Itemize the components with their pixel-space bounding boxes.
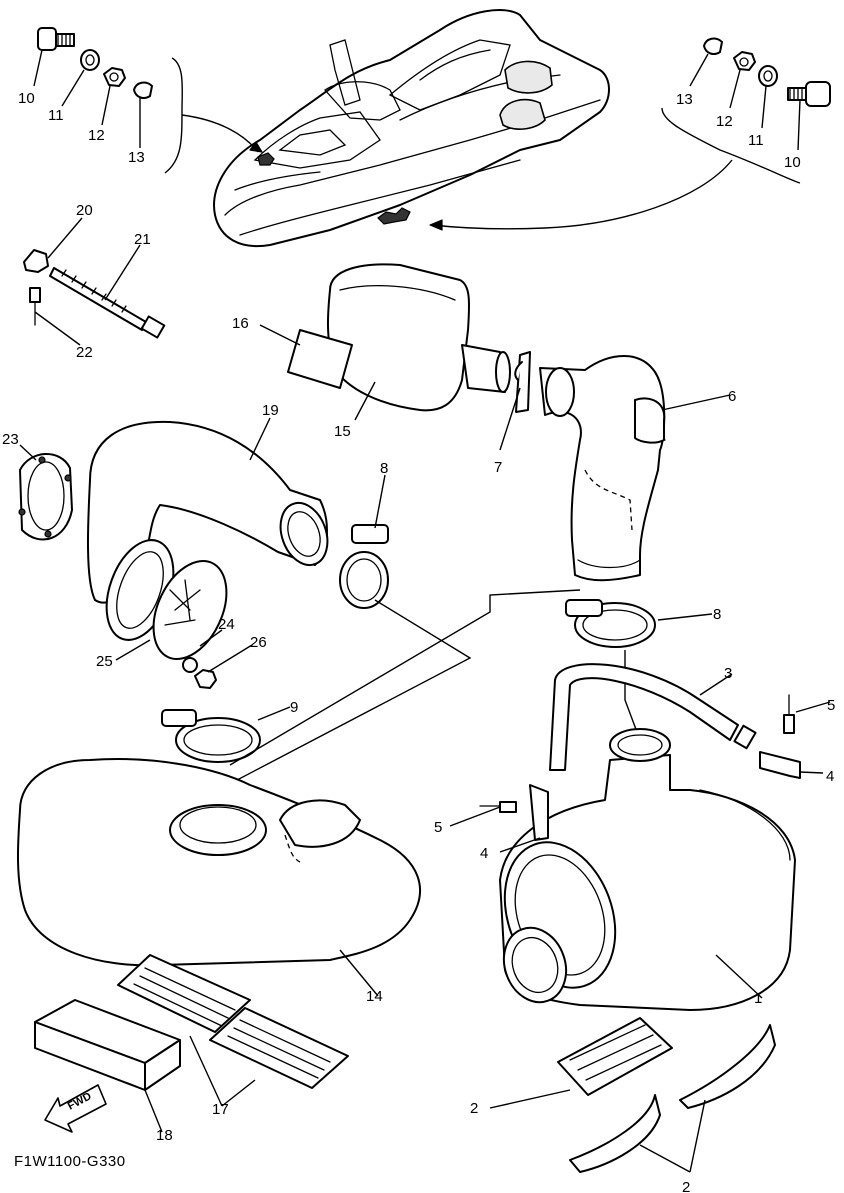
washer-11-left <box>80 49 100 71</box>
nut-12-right <box>733 51 756 71</box>
mat-2-flat <box>557 1017 673 1096</box>
screen-24 <box>152 559 228 661</box>
bracket-4-right <box>759 751 801 779</box>
callout-3: 3 <box>724 665 732 682</box>
callout-8: 8 <box>713 606 721 623</box>
callout-5: 5 <box>827 697 835 714</box>
washer-26 <box>182 657 198 673</box>
water-lock-1 <box>499 728 796 1011</box>
callout-11: 11 <box>48 107 64 124</box>
callout-12: 12 <box>716 113 733 130</box>
rivet-22 <box>29 287 41 326</box>
callout-21: 21 <box>134 231 151 248</box>
callout-17: 17 <box>212 1101 229 1118</box>
pad-18 <box>34 999 181 1091</box>
forward-direction-arrow: FWD <box>44 1084 107 1133</box>
callout-4: 4 <box>480 845 488 862</box>
drain-plug-10-right <box>787 81 831 107</box>
mat-17-upper <box>117 954 251 1033</box>
callout-1: 1 <box>754 990 762 1007</box>
callout-24: 24 <box>218 616 235 633</box>
clip-13-right <box>703 37 723 55</box>
callout-19: 19 <box>262 402 279 419</box>
callout-18: 18 <box>156 1127 173 1144</box>
callout-14: 14 <box>366 988 383 1005</box>
callout-2: 2 <box>470 1100 478 1117</box>
resonator-15 <box>327 263 511 412</box>
callout-11: 11 <box>748 132 764 149</box>
rivet-5-left <box>479 801 517 813</box>
label-16 <box>287 329 353 389</box>
callout-23: 23 <box>2 431 19 448</box>
rivet-5-right <box>783 694 795 734</box>
hardware-bracket-right <box>429 107 801 231</box>
cable-tie-21 <box>49 267 166 339</box>
nut-26 <box>194 669 217 689</box>
holder-20 <box>23 249 49 273</box>
callout-12: 12 <box>88 127 105 144</box>
nut-12-left <box>103 67 126 87</box>
hose-clamp-8-right <box>565 599 656 648</box>
callout-13: 13 <box>128 149 145 166</box>
mat-17-lower <box>209 1007 349 1089</box>
bracket-4-left <box>529 784 549 841</box>
callout-9: 9 <box>290 699 298 716</box>
assembly-reference-lines <box>217 589 641 791</box>
drain-plug-10-left <box>37 27 75 51</box>
callout-13: 13 <box>676 91 693 108</box>
hose-clamp-8-left <box>339 524 389 609</box>
leader-lines <box>19 49 831 1173</box>
strap-3 <box>549 663 757 771</box>
callout-labels: 10 11 12 13 13 12 11 10 20 21 22 16 15 7… <box>2 90 835 1193</box>
pipe-6 <box>539 355 666 582</box>
callout-4: 4 <box>826 768 834 785</box>
clamp-7 <box>514 351 531 413</box>
callout-7: 7 <box>494 459 502 476</box>
diagram-code: F1W1100-G330 <box>14 1153 126 1170</box>
callout-6: 6 <box>728 388 736 405</box>
flange-23 <box>18 453 73 541</box>
callout-25: 25 <box>96 653 113 670</box>
callout-26: 26 <box>250 634 267 651</box>
callout-8: 8 <box>380 460 388 477</box>
callout-10: 10 <box>18 90 35 107</box>
clip-13-left <box>133 81 153 99</box>
callout-15: 15 <box>334 423 351 440</box>
washer-11-right <box>758 65 778 87</box>
duct-19 <box>86 420 329 604</box>
callout-10: 10 <box>784 154 801 171</box>
hardware-bracket-left <box>164 57 263 174</box>
watercraft-illustration <box>213 9 610 248</box>
callout-16: 16 <box>232 315 249 332</box>
hose-clamp-9 <box>161 709 261 763</box>
mat-2-curved-bottom <box>569 1094 661 1173</box>
muffler-14 <box>16 758 421 967</box>
mat-2-curved-right <box>679 1024 776 1109</box>
callout-20: 20 <box>76 202 93 219</box>
callout-2: 2 <box>682 1179 690 1193</box>
callout-22: 22 <box>76 344 93 361</box>
callout-5: 5 <box>434 819 442 836</box>
